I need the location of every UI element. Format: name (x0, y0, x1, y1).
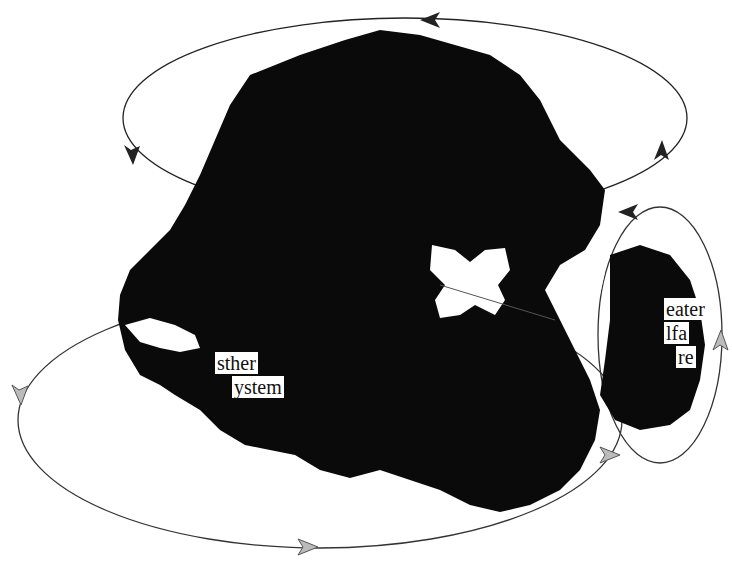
arrowhead (713, 330, 728, 350)
arrowhead (600, 447, 620, 463)
peninsula (600, 245, 705, 430)
land-mass (118, 30, 605, 512)
arrowhead (420, 12, 440, 28)
map-label: lfa (664, 322, 689, 344)
map-label: re (676, 346, 696, 368)
river-line (440, 285, 555, 320)
map-label: sther (215, 352, 258, 374)
map-label: ystem (232, 376, 284, 398)
lough-neagh (430, 245, 510, 318)
map-label: eater (664, 298, 707, 320)
sea-inlet (560, 262, 605, 300)
lower-lake (198, 420, 250, 478)
arrowhead (654, 140, 669, 160)
arrowhead (298, 539, 318, 555)
arrowhead (124, 145, 140, 165)
arrowhead (12, 385, 28, 405)
arrowhead (618, 204, 638, 220)
east-loop (598, 207, 722, 463)
upper-lake (125, 318, 200, 352)
